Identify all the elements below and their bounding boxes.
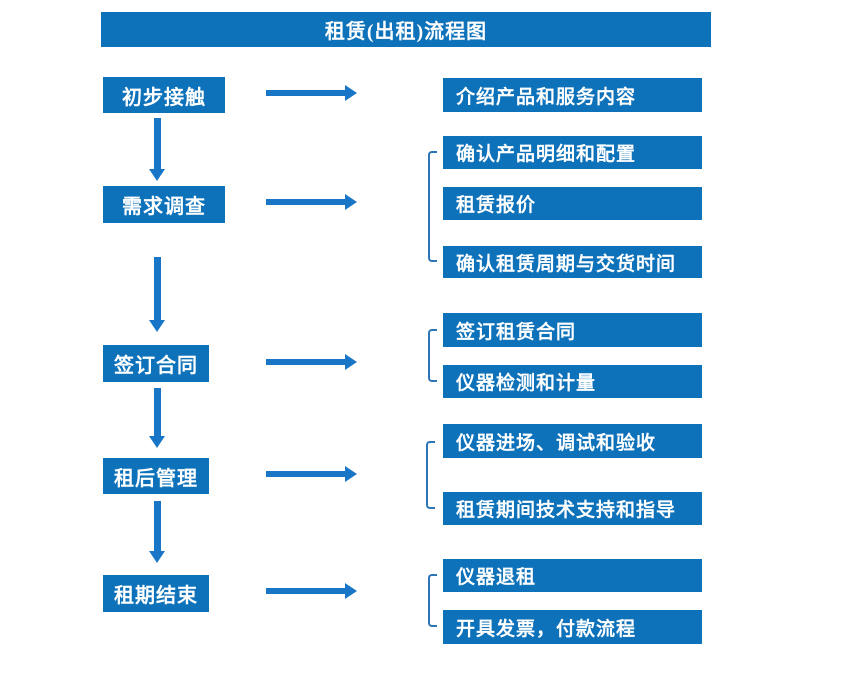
right-arrow <box>266 85 357 101</box>
output-box: 开具发票，付款流程 <box>443 610 702 644</box>
output-box: 租赁报价 <box>443 187 702 220</box>
output-box: 仪器退租 <box>443 559 702 592</box>
output-box: 仪器检测和计量 <box>443 365 702 398</box>
group-bracket <box>426 441 435 509</box>
output-box: 签订租赁合同 <box>443 313 702 347</box>
stage-box-post-rental-management: 租后管理 <box>103 458 209 494</box>
output-box: 确认租赁周期与交货时间 <box>443 246 702 278</box>
output-box: 确认产品明细和配置 <box>443 136 702 169</box>
group-bracket <box>428 151 437 262</box>
right-arrow <box>266 583 357 599</box>
down-arrow <box>149 118 165 181</box>
right-arrow <box>266 354 357 370</box>
right-arrow <box>266 194 357 210</box>
output-box: 介绍产品和服务内容 <box>443 78 702 112</box>
stage-box-rental-end: 租期结束 <box>103 575 209 612</box>
stage-box-sign-contract: 签订合同 <box>103 345 209 382</box>
down-arrow <box>149 501 165 563</box>
output-box: 仪器进场、调试和验收 <box>443 424 702 458</box>
group-bracket <box>428 329 437 382</box>
group-bracket <box>428 574 437 627</box>
down-arrow <box>149 388 165 448</box>
page-title: 租赁(出租)流程图 <box>324 21 488 43</box>
stage-box-demand-survey: 需求调查 <box>103 186 225 223</box>
right-arrow <box>266 466 357 482</box>
title-bar: 租赁(出租)流程图 <box>101 12 711 47</box>
stage-box-initial-contact: 初步接触 <box>103 77 225 113</box>
down-arrow <box>149 257 165 332</box>
output-box: 租赁期间技术支持和指导 <box>443 492 702 525</box>
